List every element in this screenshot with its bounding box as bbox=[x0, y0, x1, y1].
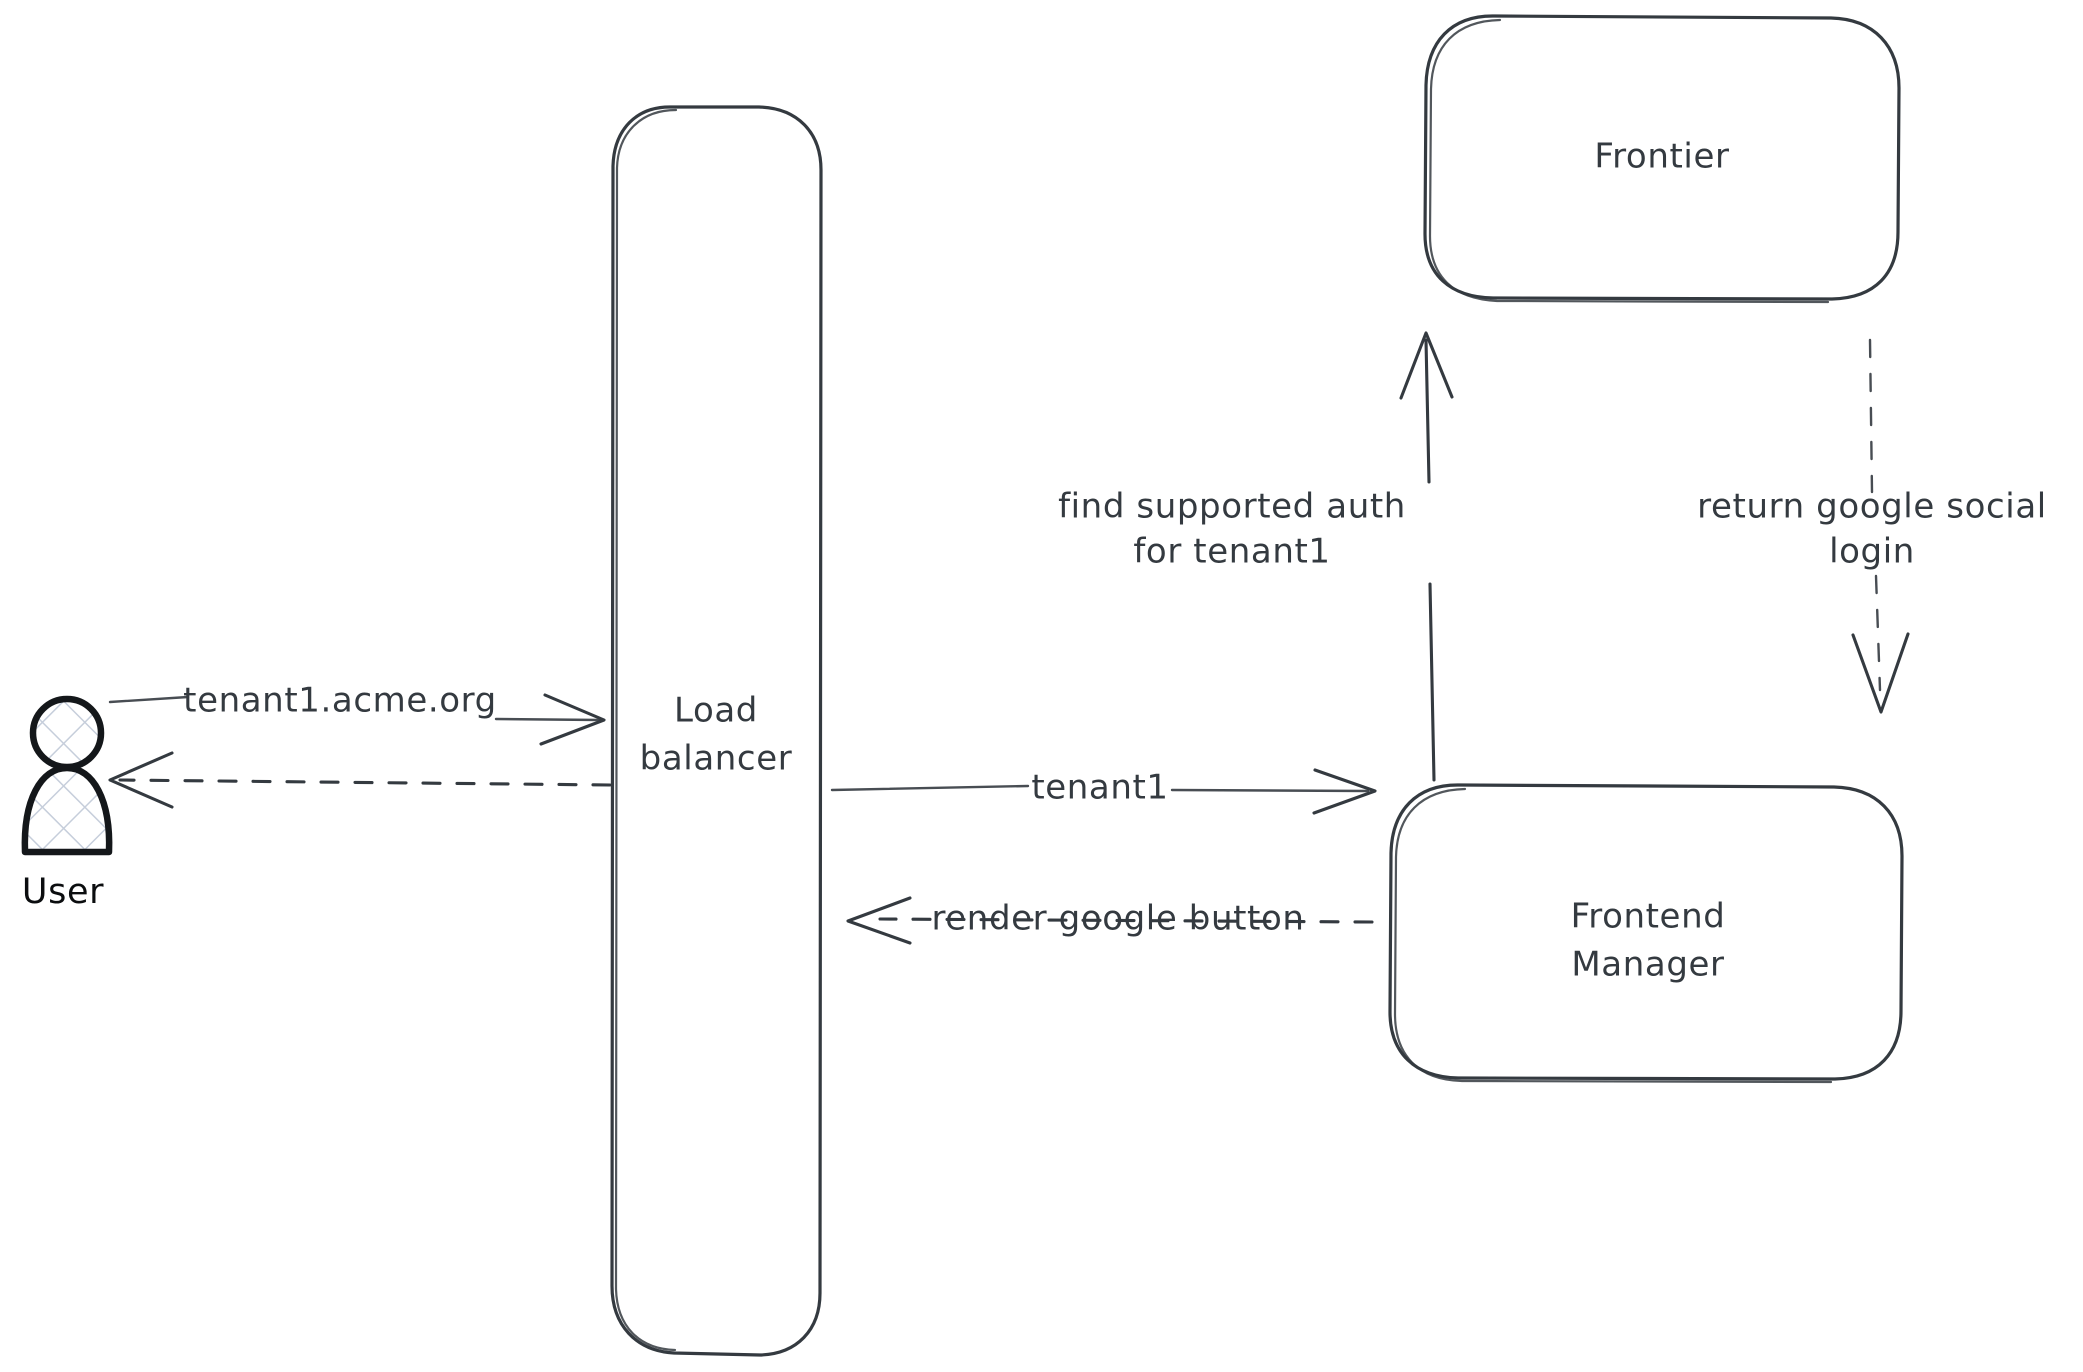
edge-load-balancer-to-frontend-manager[interactable]: tenant1 bbox=[830, 768, 1377, 815]
edge-frontier-fm-line-upper bbox=[1868, 338, 1874, 494]
load-balancer-outline-sketch bbox=[614, 108, 678, 1352]
node-load-balancer[interactable]: Load balancer bbox=[610, 105, 823, 1357]
edge-fm-frontier-arrowhead bbox=[1399, 331, 1454, 400]
edge-lb-user-arrowhead bbox=[108, 751, 174, 809]
edge-frontier-fm-arrowhead bbox=[1851, 632, 1910, 714]
edge-user-lb-line-left bbox=[108, 695, 190, 704]
load-balancer-outline bbox=[610, 105, 823, 1357]
edge-load-balancer-to-user[interactable] bbox=[108, 751, 612, 809]
edge-user-lb-label: tenant1.acme.org bbox=[183, 681, 497, 721]
edge-fm-frontier-label-line2: for tenant1 bbox=[1133, 532, 1330, 572]
frontend-manager-label-line1: Frontend bbox=[1571, 897, 1726, 937]
node-frontend-manager[interactable]: Frontend Manager bbox=[1388, 783, 1904, 1084]
frontend-manager-label-line2: Manager bbox=[1571, 945, 1724, 985]
frontier-outline-sketch bbox=[1428, 18, 1830, 304]
user-body-outline bbox=[21, 764, 113, 856]
frontier-label: Frontier bbox=[1594, 137, 1729, 177]
edge-frontier-fm-label-line2: login bbox=[1829, 532, 1915, 572]
user-head-fill bbox=[33, 699, 101, 767]
edge-frontier-fm-label-line1: return google social bbox=[1697, 487, 2047, 527]
edge-fm-lb-label: render google button bbox=[931, 899, 1304, 939]
edge-user-lb-arrowhead bbox=[539, 693, 606, 746]
edge-frontier-to-frontend-manager[interactable]: return google social login bbox=[1697, 338, 2047, 714]
node-frontier[interactable]: Frontier bbox=[1423, 14, 1901, 304]
edge-fm-lb-arrowhead bbox=[846, 896, 912, 945]
edge-lb-fm-line-right bbox=[1170, 788, 1370, 793]
edge-fm-frontier-line-upper bbox=[1424, 338, 1431, 484]
edge-fm-frontier-label-line1: find supported auth bbox=[1058, 487, 1406, 527]
user-label: User bbox=[22, 872, 104, 912]
load-balancer-label-line1: Load bbox=[674, 691, 758, 731]
edge-fm-frontier-line-lower bbox=[1428, 582, 1436, 782]
edge-lb-fm-arrowhead bbox=[1312, 768, 1377, 815]
actor-user[interactable]: User bbox=[21, 695, 113, 912]
edge-lb-fm-label: tenant1 bbox=[1031, 768, 1168, 808]
edge-frontend-manager-to-frontier[interactable]: find supported auth for tenant1 bbox=[1058, 331, 1454, 782]
edge-user-lb-line-right bbox=[494, 717, 602, 722]
edge-frontend-manager-to-load-balancer[interactable]: render google button bbox=[846, 896, 1374, 945]
frontend-manager-outline-sketch bbox=[1393, 787, 1833, 1084]
edge-lb-user-line bbox=[118, 778, 612, 787]
user-body-fill bbox=[24, 768, 110, 852]
edge-user-to-load-balancer[interactable]: tenant1.acme.org bbox=[108, 681, 606, 746]
edge-lb-fm-line-left bbox=[830, 784, 1030, 792]
frontier-outline bbox=[1423, 14, 1901, 301]
edge-frontier-fm-line-lower bbox=[1874, 574, 1882, 692]
edge-fm-lb-line bbox=[878, 917, 1374, 924]
load-balancer-label-line2: balancer bbox=[640, 739, 793, 779]
frontend-manager-outline bbox=[1388, 783, 1904, 1081]
